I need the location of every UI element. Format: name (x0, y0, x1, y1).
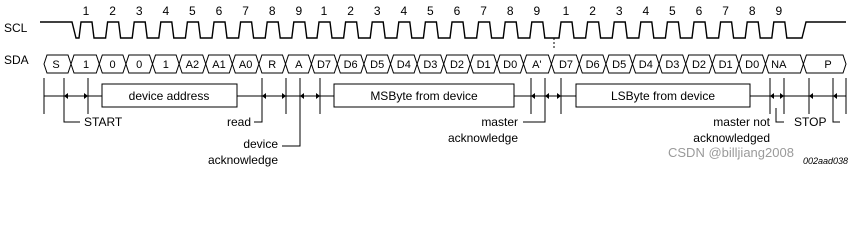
sda-bit: D5 (370, 59, 384, 71)
device-ack-line2: acknowledge (208, 153, 278, 167)
start-annotation: START (84, 115, 123, 129)
clock-number: 2 (109, 4, 116, 18)
sda-bit: D2 (692, 59, 706, 71)
sda-bit: 1 (83, 59, 89, 71)
sda-bit: 1 (163, 59, 169, 71)
sda-bit: D5 (612, 59, 626, 71)
sda-bit: D0 (745, 59, 759, 71)
field-arrow (262, 93, 266, 99)
field-arrow (780, 93, 784, 99)
msbyte-box (333, 83, 515, 108)
sda-bit: A (295, 59, 303, 71)
field-arrow (809, 93, 813, 99)
clock-number: 7 (242, 4, 249, 18)
sda-bit: S (52, 59, 59, 71)
field-arrow (84, 93, 88, 99)
sda-bit: D2 (450, 59, 464, 71)
device-address-box (101, 83, 238, 108)
read-annotation: read (227, 115, 251, 129)
sda-bit: D6 (586, 59, 600, 71)
clock-number: 5 (669, 4, 676, 18)
clock-number: 3 (374, 4, 381, 18)
sda-bit: P (824, 59, 831, 71)
clock-number: 9 (775, 4, 782, 18)
device-ack-line1: device (243, 137, 278, 151)
field-arrow (545, 93, 549, 99)
sda-waveform (43, 54, 847, 74)
clock-number: 1 (83, 4, 90, 18)
sda-bit: D4 (639, 59, 653, 71)
clock-number: 8 (749, 4, 756, 18)
sda-bit: A1 (212, 59, 225, 71)
watermark: CSDN @billjiang2008 (668, 145, 794, 160)
sda-bit: D1 (477, 59, 491, 71)
scl-label: SCL (4, 21, 28, 35)
sda-bit: A' (532, 59, 541, 71)
master-ack-line2: acknowledge (448, 131, 518, 145)
clock-number: 6 (696, 4, 703, 18)
scl-waveform (40, 21, 846, 39)
sda-bit: D6 (344, 59, 358, 71)
clock-number: 9 (295, 4, 302, 18)
master-nack-line1: master not (713, 115, 770, 129)
clock-number: 4 (162, 4, 169, 18)
lsbyte-box (575, 83, 751, 108)
field-arrow (316, 93, 320, 99)
clock-number: 1 (321, 4, 328, 18)
master-ack-line1: master (481, 115, 518, 129)
sda-bit: D1 (719, 59, 733, 71)
clock-number: 8 (507, 4, 514, 18)
sda-label: SDA (4, 53, 29, 67)
sda-bit: A0 (239, 59, 252, 71)
field-arrow (531, 93, 535, 99)
sda-bit: 0 (136, 59, 142, 71)
sda-cell (802, 54, 847, 74)
clock-number: 5 (427, 4, 434, 18)
clock-number: 4 (400, 4, 407, 18)
clock-number: 4 (642, 4, 649, 18)
lsbyte-label: LSByte from device (611, 89, 715, 103)
sda-bit: D7 (559, 59, 573, 71)
clock-number: 3 (616, 4, 623, 18)
clock-number: 5 (189, 4, 196, 18)
clock-number: 2 (347, 4, 354, 18)
field-arrow (770, 93, 774, 99)
msbyte-label: MSByte from device (370, 89, 478, 103)
master-nack-line2: acknowledged (693, 131, 770, 145)
sda-bit-labels: S 1 0 0 1 A2 A1 A0 R A D7 D6 D5 D4 D3 D2 D1 D0 A' D7 D6 D5 D4 D… (52, 59, 831, 71)
sda-bit: A2 (186, 59, 199, 71)
clock-number: 8 (269, 4, 276, 18)
sda-bit: R (268, 59, 276, 71)
clock-number: 7 (722, 4, 729, 18)
clock-number: 1 (563, 4, 570, 18)
field-arrow (282, 93, 286, 99)
sda-bit: D3 (423, 59, 437, 71)
sda-bit: D4 (397, 59, 411, 71)
field-arrow (64, 93, 68, 99)
clock-number: 3 (136, 4, 143, 18)
stop-annotation: STOP (794, 115, 826, 129)
clock-number: 9 (533, 4, 540, 18)
annotation-leaders (63, 108, 840, 147)
clock-number: 6 (216, 4, 223, 18)
figure-id: 002aad038 (803, 156, 848, 166)
sda-bit: D0 (503, 59, 517, 71)
clock-numbers: 1 2 3 4 5 6 7 8 9 1 2 3 4 5 6 7 8 9 1 2 3 4 5 6 7 8 9 (83, 4, 783, 18)
field-arrow (557, 93, 561, 99)
device-address-label: device address (129, 89, 210, 103)
field-arrow (300, 93, 304, 99)
field-arrow (833, 93, 837, 99)
sda-bit: D7 (317, 59, 331, 71)
sda-bit: 0 (110, 59, 116, 71)
clock-number: 7 (480, 4, 487, 18)
sda-bit: D3 (665, 59, 679, 71)
clock-number: 2 (589, 4, 596, 18)
clock-number: 6 (454, 4, 461, 18)
sda-bit: NA (771, 59, 787, 71)
